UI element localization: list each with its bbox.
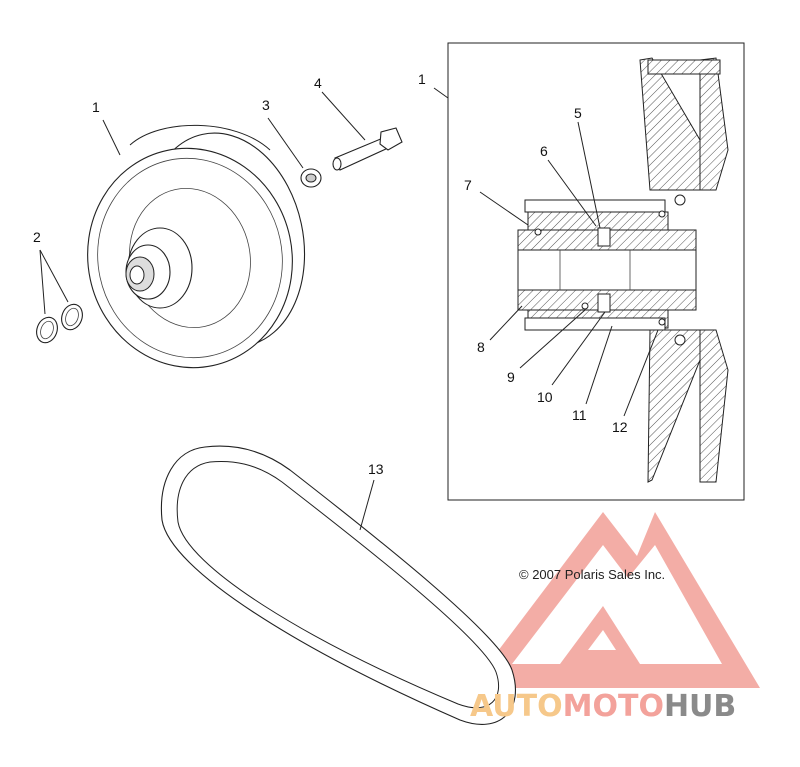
callout-11: 11 (572, 407, 587, 423)
callout-12: 12 (612, 419, 628, 435)
callout-labels: 1 2 3 4 1 5 6 7 8 9 10 11 12 13 (33, 71, 628, 477)
callout-9: 9 (507, 369, 515, 385)
watermark-hub: HUB (664, 689, 736, 724)
callout-1-box: 1 (418, 71, 426, 87)
callout-1-left: 1 (92, 99, 100, 115)
leader-lines (39, 87, 659, 531)
bolt (332, 127, 403, 171)
section-view-box (447, 42, 745, 501)
callout-6: 6 (540, 143, 548, 159)
driven-clutch-sheave (87, 124, 306, 369)
watermark-text: AUTOMOTOHUB (470, 689, 736, 724)
callout-10: 10 (537, 389, 553, 405)
watermark-auto: AUTO (470, 689, 563, 724)
drive-belt (160, 445, 517, 725)
watermark-logo (470, 512, 760, 688)
copyright-text: © 2007 Polaris Sales Inc. (519, 567, 665, 582)
watermark-moto: MOTO (563, 689, 664, 724)
callout-5: 5 (574, 105, 582, 121)
callout-13: 13 (368, 461, 384, 477)
callout-3: 3 (262, 97, 270, 113)
washers (36, 303, 83, 344)
callout-7: 7 (464, 177, 472, 193)
callout-8: 8 (477, 339, 485, 355)
washer-3 (300, 168, 322, 188)
callout-4: 4 (314, 75, 322, 91)
callout-2: 2 (33, 229, 41, 245)
